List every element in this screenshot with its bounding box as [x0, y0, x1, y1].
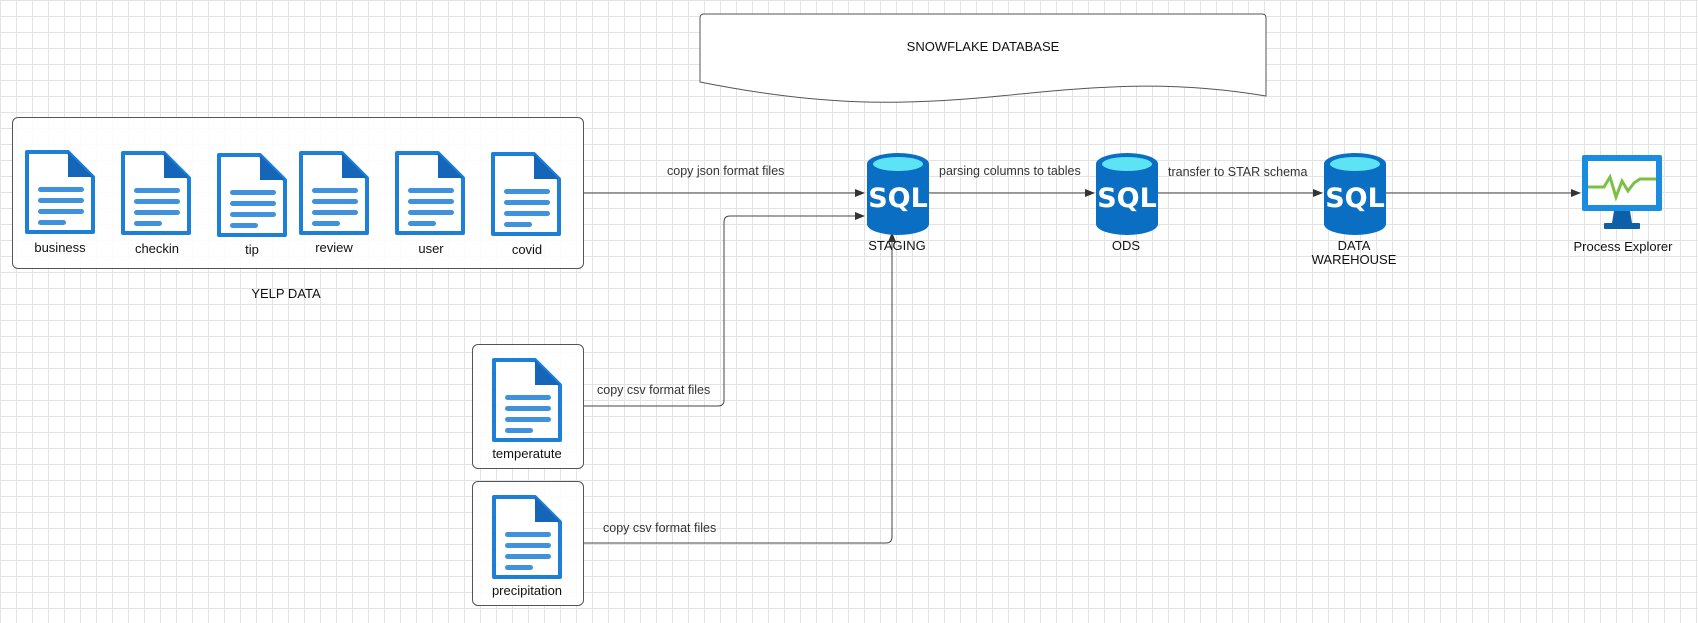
document-icon [491, 152, 561, 236]
db-label-ods: ODS [1111, 238, 1141, 253]
document-icon [25, 150, 95, 234]
edge-star-label: transfer to STAR schema [1168, 165, 1308, 179]
svg-text:SQL: SQL [868, 183, 928, 214]
file-user[interactable] [394, 150, 466, 236]
sql-database-icon: SQL [1096, 153, 1158, 235]
document-icon [492, 358, 562, 442]
document-icon [492, 495, 562, 579]
file-business[interactable] [24, 149, 96, 235]
edge-csv-precip-label: copy csv format files [603, 521, 717, 535]
db-label-warehouse: DATA WAREHOUSE [1311, 238, 1397, 267]
db-warehouse[interactable]: SQL [1322, 152, 1388, 238]
yelp-data-group[interactable] [12, 117, 584, 269]
file-label: tip [245, 242, 259, 257]
file-temperature[interactable] [491, 357, 563, 443]
svg-text:SQL: SQL [1325, 183, 1385, 214]
process-explorer-monitor-icon[interactable] [1580, 153, 1666, 235]
file-label: business [34, 240, 86, 255]
document-icon [395, 151, 465, 235]
edge-csv-temp-label: copy csv format files [597, 383, 711, 397]
sql-database-icon: SQL [1324, 153, 1386, 235]
edge-json-label: copy json format files [667, 164, 785, 178]
file-label: user [418, 241, 444, 256]
sql-database-icon: SQL [867, 153, 929, 235]
file-label: checkin [134, 241, 180, 256]
document-icon [299, 151, 369, 235]
file-tip[interactable] [216, 152, 288, 238]
edge-temp-line [583, 212, 865, 407]
snowflake-banner[interactable] [699, 13, 1267, 103]
process-explorer-label: Process Explorer [1573, 239, 1673, 254]
db-ods[interactable]: SQL [1094, 152, 1160, 238]
file-precipitation[interactable] [491, 494, 563, 580]
db-staging[interactable]: SQL [865, 152, 931, 238]
document-icon [217, 153, 287, 237]
file-checkin[interactable] [120, 150, 192, 236]
file-label: covid [511, 242, 543, 257]
document-icon [121, 151, 191, 235]
file-label: temperatute [492, 446, 562, 461]
file-covid[interactable] [490, 151, 562, 237]
edge-precip-line [583, 232, 896, 544]
yelp-data-label: YELP DATA [251, 286, 321, 301]
banner-title: SNOWFLAKE DATABASE [906, 39, 1060, 54]
db-label-staging: STAGING [868, 238, 926, 253]
file-label: review [315, 240, 353, 255]
svg-text:SQL: SQL [1097, 183, 1157, 214]
edge-parse-label: parsing columns to tables [939, 164, 1081, 178]
file-review[interactable] [298, 150, 370, 236]
file-label: precipitation [491, 583, 563, 598]
